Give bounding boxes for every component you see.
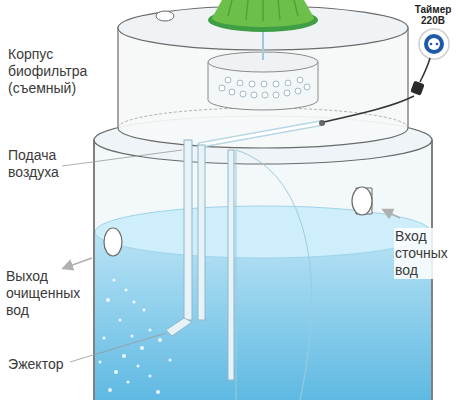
biofilter-housing [118,28,408,148]
green-lid-top [212,0,314,27]
tank-body [94,140,432,400]
timer-label: Таймер 220В [410,4,456,26]
plug [410,81,424,96]
air-bubbles [99,279,172,395]
biofilter-holes [219,77,310,98]
outlet-pipe [104,228,122,256]
timer-socket [419,29,449,59]
part-label: Эжектор [8,356,88,373]
air-pipe [166,140,234,380]
part-label: Выход очищенных вод [6,268,90,319]
part-label: Вход сточных вод [394,228,456,279]
part-label: Корпус биофильтра (съемный) [8,46,108,97]
water-surface [95,206,431,258]
part-label: Подача воздуха [8,147,78,181]
inlet-pipe [352,187,372,215]
